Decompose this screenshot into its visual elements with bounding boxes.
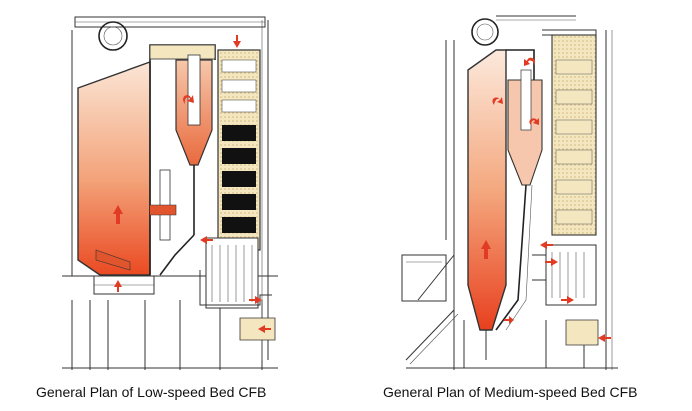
- arrow-up-plenum: [114, 280, 122, 292]
- steam-drum: [74, 16, 266, 51]
- arrow-seal-return: [504, 316, 514, 324]
- arrow-exhaust: [598, 334, 611, 342]
- back-pass: [217, 49, 261, 251]
- furnace: [77, 61, 151, 276]
- arrow-air-inlet: [561, 296, 574, 304]
- arrow-up-furnace: [113, 205, 123, 224]
- medium-speed-cfb-diagram: General Plan of Medium-speed Bed CFB: [346, 0, 692, 411]
- flow-arrows: [113, 35, 271, 333]
- arrow-down-back-pass: [233, 35, 241, 48]
- medium-speed-cfb-drawing: [401, 15, 618, 370]
- arrow-air-return: [545, 258, 558, 266]
- cyclone-separator: [159, 54, 213, 276]
- stair-platform: [401, 254, 459, 365]
- loop-seal: [150, 169, 177, 241]
- air-preheater: [199, 237, 276, 341]
- air-plenum: [93, 275, 155, 295]
- arrow-up-furnace: [481, 240, 491, 259]
- back-pass: [542, 29, 597, 236]
- flow-arrows: [481, 57, 611, 342]
- caption-low-speed: General Plan of Low-speed Bed CFB: [36, 384, 267, 400]
- arrow-into-preheater: [540, 241, 553, 249]
- caption-medium-speed: General Plan of Medium-speed Bed CFB: [383, 384, 638, 400]
- building-frame: [406, 30, 618, 370]
- arrow-exhaust: [258, 325, 271, 333]
- arrow-air-inlet: [249, 296, 262, 304]
- furnace: [467, 49, 535, 360]
- building-frame: [71, 20, 269, 360]
- low-speed-cfb-diagram: General Plan of Low-speed Bed CFB: [36, 16, 278, 400]
- low-speed-cfb-drawing: [62, 16, 278, 370]
- arrow-into-preheater: [200, 236, 213, 244]
- arrow-furnace-exit: [492, 97, 503, 105]
- arrow-cyclone-outlet: [529, 118, 539, 125]
- air-preheater: [532, 244, 599, 346]
- arrow-cyclone-inlet: [524, 57, 535, 66]
- arrow-cyclone-turn: [183, 95, 194, 104]
- steam-drum: [471, 15, 576, 46]
